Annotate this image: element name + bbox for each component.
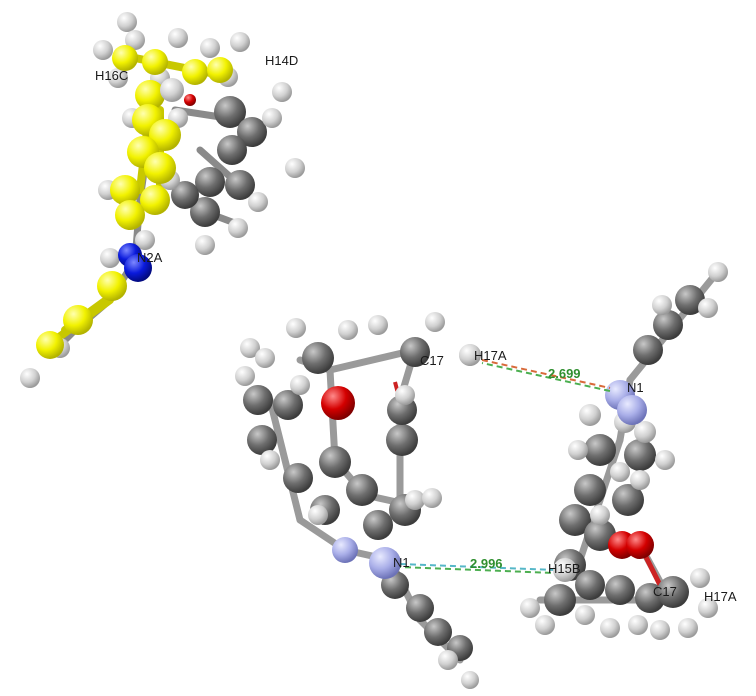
label-h16c: H16C: [95, 68, 128, 83]
contact-bottom: [399, 558, 577, 582]
label-h17a-bottom: H17A: [704, 589, 737, 604]
molecule-right: [520, 262, 728, 640]
label-h14d: H14D: [265, 53, 298, 68]
molecule-top-left: [20, 12, 305, 388]
contact-top: [459, 344, 611, 392]
label-c17-top: C17: [420, 353, 444, 368]
distance-label-top: 2.699: [548, 366, 581, 381]
label-h15b: H15B: [548, 561, 581, 576]
distance-label-bottom: 2.996: [470, 556, 503, 571]
label-h17a-top: H17A: [474, 348, 507, 363]
label-n2a: N2A: [137, 250, 163, 265]
label-n1-left: N1: [393, 555, 410, 570]
label-n1-right: N1: [627, 380, 644, 395]
molecule-bottom-left: [235, 312, 481, 689]
label-c17-bottom: C17: [653, 584, 677, 599]
